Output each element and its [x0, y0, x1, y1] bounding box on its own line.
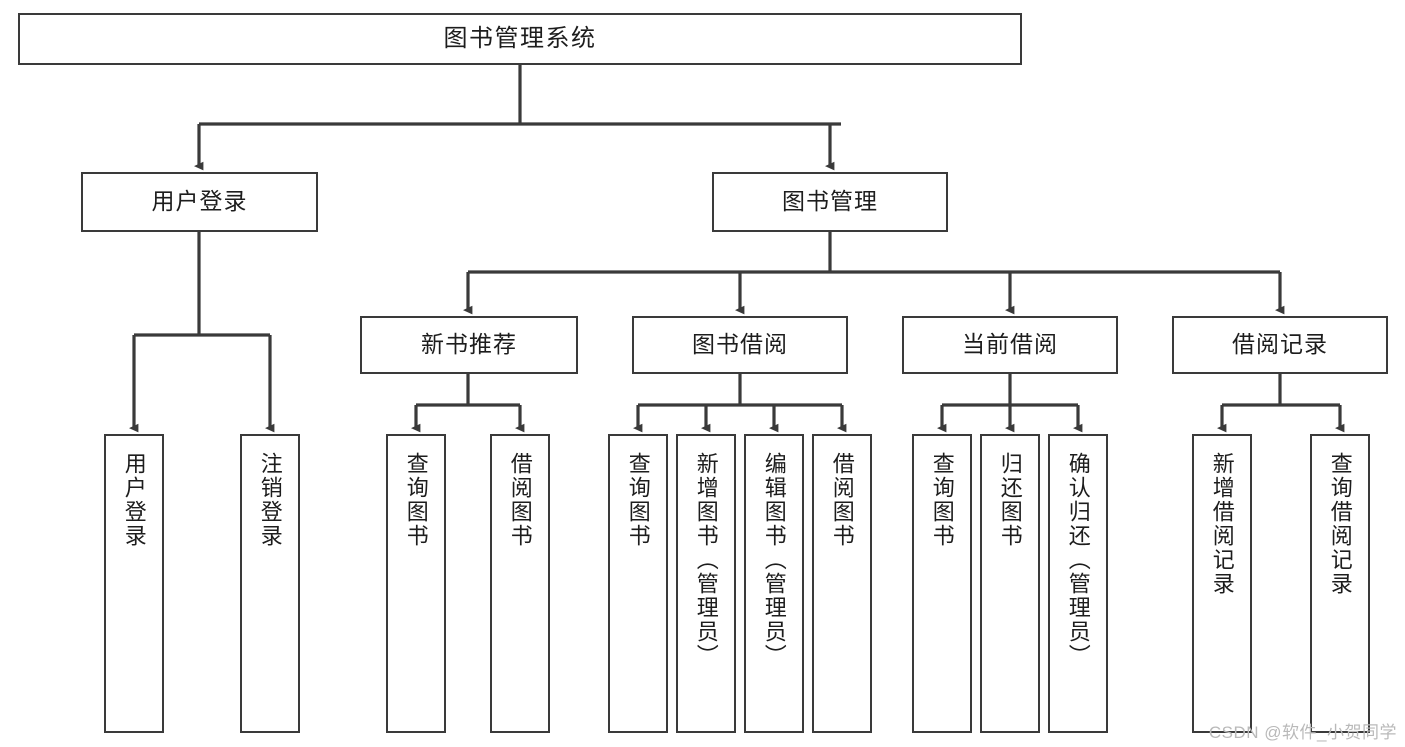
- leaf-current-borrow-query-label: 查询图书: [929, 452, 955, 548]
- node-book-borrow[interactable]: 图书借阅: [632, 316, 848, 374]
- node-borrow-record[interactable]: 借阅记录: [1172, 316, 1388, 374]
- node-current-borrow[interactable]: 当前借阅: [902, 316, 1118, 374]
- leaf-new-book-query-label: 查询图书: [403, 452, 429, 548]
- leaf-user-login-logout[interactable]: 注销登录: [240, 434, 300, 733]
- leaf-new-book-query[interactable]: 查询图书: [386, 434, 446, 733]
- node-book-manage-label: 图书管理: [782, 188, 878, 215]
- leaf-book-borrow-borrow[interactable]: 借阅图书: [812, 434, 872, 733]
- leaf-user-login-login-label: 用户登录: [121, 452, 147, 548]
- leaf-new-book-borrow-label: 借阅图书: [507, 452, 533, 548]
- leaf-book-borrow-query-label: 查询图书: [625, 452, 651, 548]
- leaf-book-borrow-add-label: 新增图书（管理员）: [693, 452, 719, 668]
- leaf-current-borrow-return-label: 归还图书: [997, 452, 1023, 548]
- leaf-book-borrow-query[interactable]: 查询图书: [608, 434, 668, 733]
- leaf-book-borrow-edit-label: 编辑图书（管理员）: [761, 452, 787, 668]
- leaf-book-borrow-add[interactable]: 新增图书（管理员）: [676, 434, 736, 733]
- leaf-current-borrow-confirm-label: 确认归还（管理员）: [1065, 452, 1091, 668]
- node-new-book-recommend[interactable]: 新书推荐: [360, 316, 578, 374]
- leaf-current-borrow-confirm[interactable]: 确认归还（管理员）: [1048, 434, 1108, 733]
- node-root-system[interactable]: 图书管理系统: [18, 13, 1022, 65]
- node-book-manage[interactable]: 图书管理: [712, 172, 948, 232]
- leaf-borrow-record-query-label: 查询借阅记录: [1327, 452, 1353, 596]
- leaf-borrow-record-add[interactable]: 新增借阅记录: [1192, 434, 1252, 733]
- leaf-current-borrow-query[interactable]: 查询图书: [912, 434, 972, 733]
- node-user-login-label: 用户登录: [151, 188, 248, 215]
- leaf-book-borrow-borrow-label: 借阅图书: [829, 452, 855, 548]
- leaf-user-login-logout-label: 注销登录: [257, 452, 283, 548]
- leaf-user-login-login[interactable]: 用户登录: [104, 434, 164, 733]
- node-book-borrow-label: 图书借阅: [692, 331, 788, 358]
- node-new-book-recommend-label: 新书推荐: [421, 331, 517, 358]
- node-user-login[interactable]: 用户登录: [81, 172, 318, 232]
- csdn-watermark: CSDN @软件_小贺同学: [1208, 723, 1397, 742]
- node-borrow-record-label: 借阅记录: [1232, 331, 1328, 358]
- leaf-borrow-record-add-label: 新增借阅记录: [1209, 452, 1235, 596]
- node-current-borrow-label: 当前借阅: [962, 331, 1058, 358]
- leaf-borrow-record-query[interactable]: 查询借阅记录: [1310, 434, 1370, 733]
- node-root-system-label: 图书管理系统: [443, 24, 597, 52]
- leaf-new-book-borrow[interactable]: 借阅图书: [490, 434, 550, 733]
- leaf-book-borrow-edit[interactable]: 编辑图书（管理员）: [744, 434, 804, 733]
- leaf-current-borrow-return[interactable]: 归还图书: [980, 434, 1040, 733]
